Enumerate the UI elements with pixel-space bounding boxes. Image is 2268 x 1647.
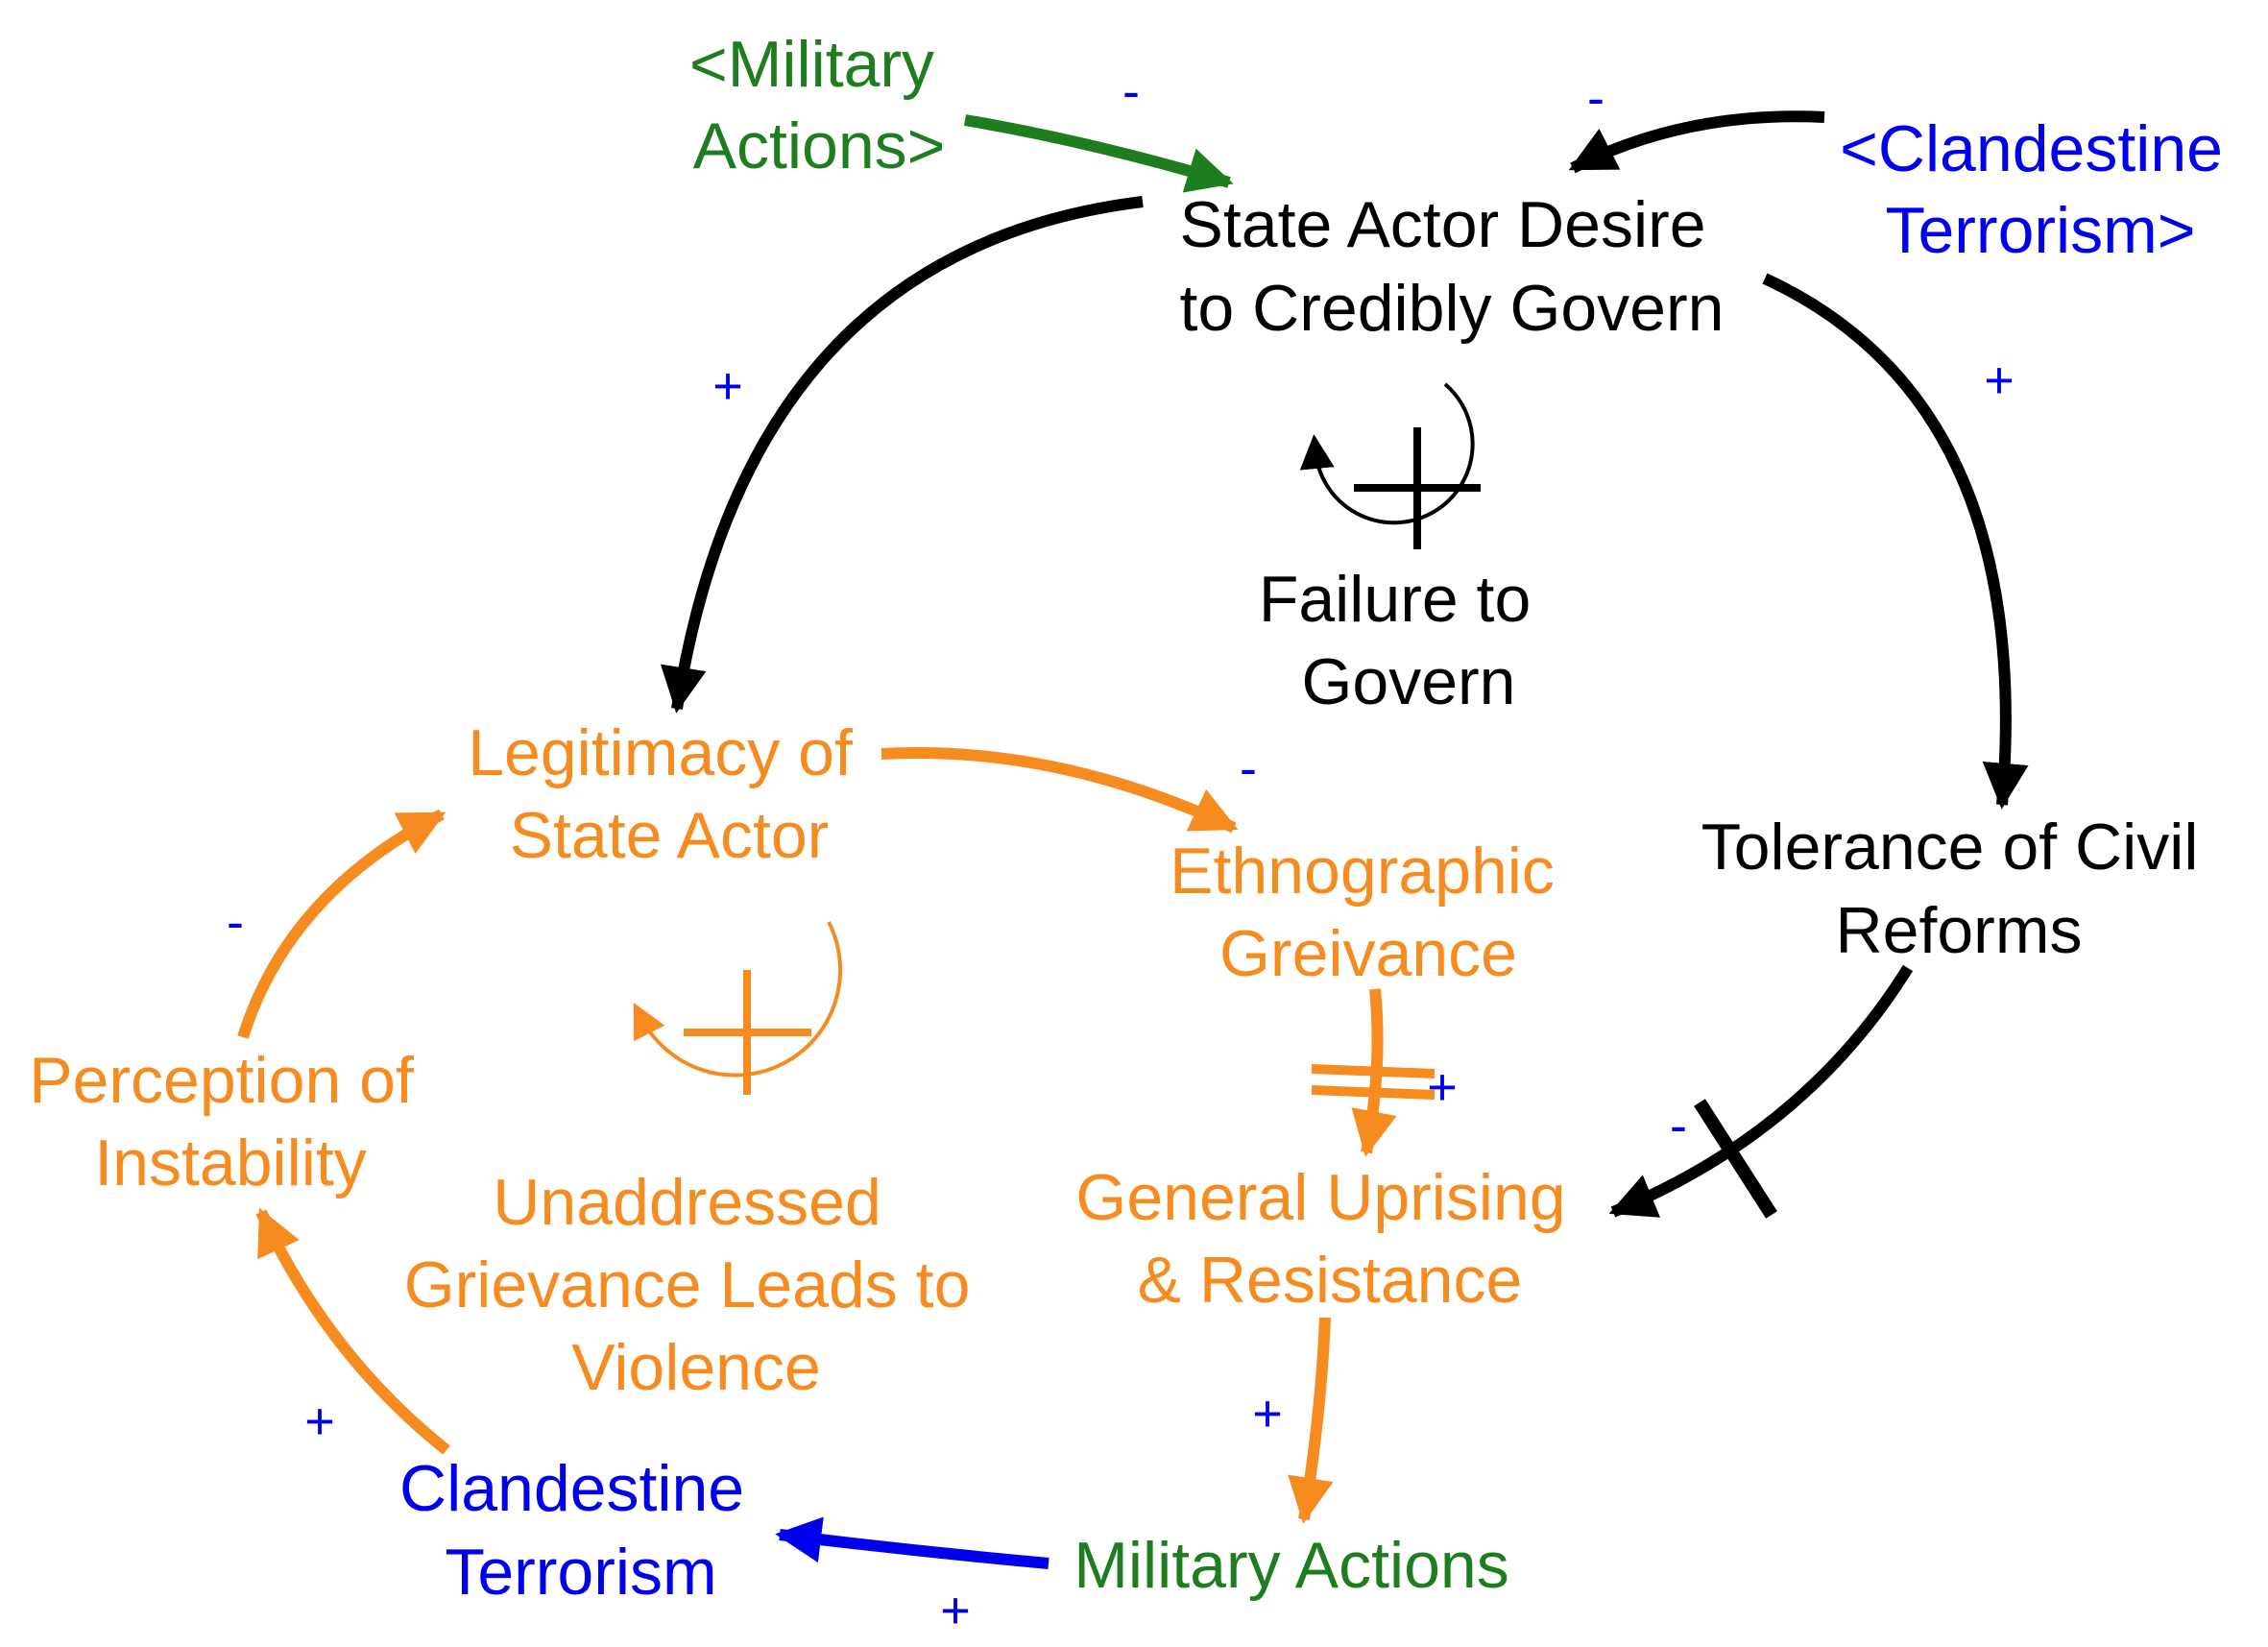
loop-label-line: Failure to bbox=[1259, 563, 1531, 636]
node-line: General Uprising bbox=[1075, 1161, 1565, 1234]
loop-unaddressed-grievance-symbol bbox=[633, 921, 843, 1095]
node-line: Ethnographic bbox=[1170, 835, 1555, 908]
loop-label-line: Unaddressed bbox=[493, 1166, 881, 1239]
polarity-military-terrorism: + bbox=[940, 1582, 971, 1639]
link-military-shadow-to-desire bbox=[963, 114, 1234, 193]
node-line: Legitimacy of bbox=[468, 716, 853, 789]
loop-arc-icon bbox=[1299, 382, 1475, 525]
node-state-actor-desire[interactable]: State Actor Desire to Credibly Govern bbox=[1180, 188, 1725, 345]
polarity-desire-legitimacy: + bbox=[712, 357, 743, 415]
link-legitimacy-to-grievance bbox=[881, 746, 1239, 834]
node-line: Actions> bbox=[693, 109, 946, 182]
node-general-uprising[interactable]: General Uprising & Resistance bbox=[1075, 1161, 1583, 1317]
node-tolerance-civil-reforms[interactable]: Tolerance of Civil Reforms bbox=[1701, 811, 2217, 967]
polarity-military-shadow-desire: - bbox=[1122, 62, 1140, 120]
node-legitimacy-state-actor[interactable]: Legitimacy of State Actor bbox=[468, 716, 871, 872]
node-line: Terrorism> bbox=[1885, 194, 2195, 267]
link-desire-to-legitimacy bbox=[661, 196, 1144, 714]
node-ethnographic-grievance[interactable]: Ethnographic Greivance bbox=[1170, 835, 1573, 990]
loop-label-unaddressed-grievance: Unaddressed Grievance Leads to Violence bbox=[404, 1166, 989, 1404]
loop-label-line: Violence bbox=[571, 1331, 821, 1404]
link-perception-to-legitimacy bbox=[237, 809, 446, 1039]
polarity-grievance-uprising: + bbox=[1427, 1058, 1458, 1116]
delay-mark-grievance-uprising-2 bbox=[1311, 1085, 1436, 1100]
polarity-tolerance-uprising: - bbox=[1670, 1097, 1687, 1154]
link-clandestine-shadow-to-desire bbox=[1568, 110, 1825, 174]
node-line: Reforms bbox=[1836, 894, 2083, 967]
node-military-actions[interactable]: Military Actions bbox=[1074, 1529, 1508, 1602]
node-line: <Clandestine bbox=[1840, 112, 2223, 185]
node-line: Perception of bbox=[29, 1044, 414, 1117]
link-uprising-to-military bbox=[1288, 1317, 1334, 1524]
node-line: Instability bbox=[94, 1126, 366, 1199]
loop-arc-icon bbox=[633, 921, 843, 1078]
polarity-legitimacy-grievance: - bbox=[1240, 739, 1257, 797]
link-tolerance-to-uprising bbox=[1608, 964, 1914, 1218]
node-line: & Resistance bbox=[1138, 1244, 1523, 1317]
node-clandestine-terrorism[interactable]: Clandestine Terrorism bbox=[399, 1452, 762, 1609]
node-line: Terrorism bbox=[445, 1536, 716, 1609]
loop-label-line: Grievance Leads to bbox=[404, 1248, 971, 1321]
polarity-terrorism-perception: + bbox=[304, 1393, 335, 1450]
polarity-clandestine-shadow-desire: - bbox=[1587, 69, 1604, 127]
node-line: State Actor Desire bbox=[1180, 188, 1706, 261]
node-line: Military Actions bbox=[1074, 1529, 1508, 1602]
node-line: <Military bbox=[689, 28, 934, 101]
loop-label-failure-to-govern: Failure to Govern bbox=[1259, 563, 1549, 718]
delay-mark-grievance-uprising-1 bbox=[1311, 1064, 1436, 1078]
node-line: Tolerance of Civil bbox=[1701, 811, 2199, 884]
link-desire-to-tolerance bbox=[1762, 273, 2029, 810]
node-perception-instability[interactable]: Perception of Instability bbox=[29, 1044, 432, 1199]
node-line: to Credibly Govern bbox=[1180, 272, 1725, 345]
node-line: State Actor bbox=[510, 799, 830, 872]
polarity-perception-legitimacy: - bbox=[227, 893, 244, 951]
link-military-to-terrorism bbox=[775, 1516, 1050, 1569]
polarity-desire-tolerance: + bbox=[1984, 351, 2015, 409]
node-line: Clandestine bbox=[399, 1452, 744, 1525]
link-terrorism-to-perception bbox=[255, 1207, 450, 1455]
node-clandestine-terrorism-shadow[interactable]: <Clandestine Terrorism> bbox=[1840, 112, 2241, 267]
node-line: Greivance bbox=[1219, 917, 1517, 990]
polarity-uprising-military: + bbox=[1252, 1385, 1283, 1442]
loop-label-line: Govern bbox=[1302, 645, 1516, 718]
delay-mark-tolerance-uprising bbox=[1694, 1099, 1777, 1219]
loop-failure-to-govern-symbol bbox=[1299, 382, 1481, 549]
node-military-actions-shadow[interactable]: <Military Actions> bbox=[689, 28, 953, 182]
